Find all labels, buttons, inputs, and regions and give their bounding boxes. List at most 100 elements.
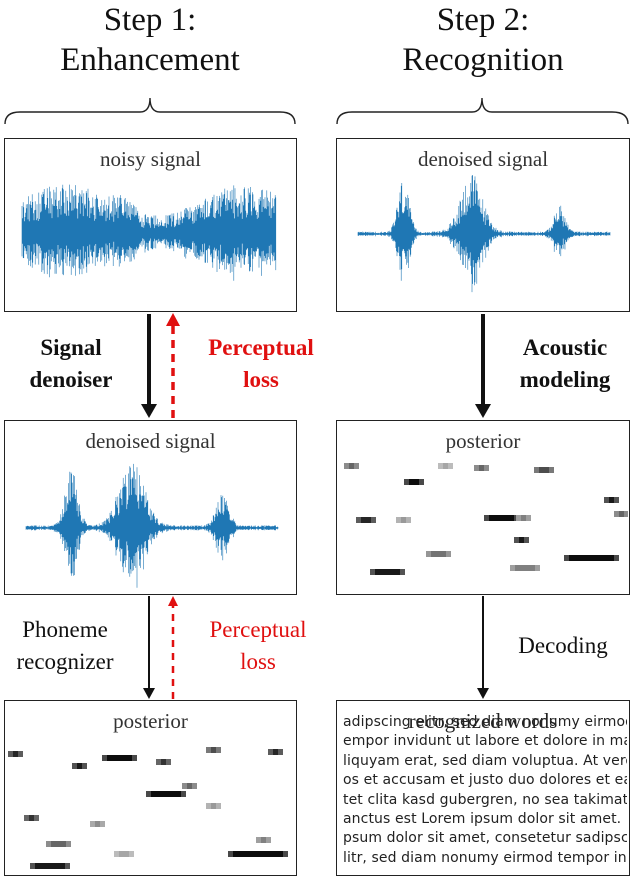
denoiser-arrow-head	[141, 404, 157, 418]
waveform-trace	[21, 184, 277, 281]
posterior-cell	[90, 821, 95, 827]
posterior-cell	[614, 497, 619, 503]
posterior-cell	[443, 463, 448, 469]
posterior-cell	[206, 747, 211, 753]
denoised-waveform-right	[357, 175, 611, 293]
posterior-cell	[404, 479, 409, 485]
posterior-cell	[248, 851, 253, 857]
signal-denoiser-label: Signal denoiser	[6, 332, 136, 396]
posterior-cell	[132, 755, 137, 761]
posterior-cell	[370, 569, 375, 575]
posterior-cell	[107, 755, 112, 761]
posterior-cell	[624, 511, 628, 517]
posterior-cell	[206, 803, 211, 809]
posterior-cell	[504, 515, 509, 521]
lorem-line: anctus est Lorem ipsum dolor sit amet. L…	[343, 811, 627, 828]
posterior-cell	[446, 551, 451, 557]
posterior-cell	[436, 551, 441, 557]
noisy-waveform	[21, 184, 277, 281]
posterior-cell	[530, 565, 535, 571]
posterior-cell	[273, 851, 278, 857]
step2-line2: Recognition	[402, 42, 564, 78]
posterior-cell	[161, 759, 166, 765]
posterior-cell	[256, 837, 261, 843]
posterior-cell	[278, 749, 283, 755]
posterior-cell	[95, 821, 100, 827]
denoised-signal-label-right: denoised signal	[417, 147, 549, 171]
lorem-line: litr, sed diam nonumy eirmod tempor inv	[343, 849, 627, 866]
recognized-words-panel: adipscing elitr, sed diam nonumy eirmod …	[336, 700, 630, 876]
posterior-cell	[29, 815, 34, 821]
perceptual-loss-top-line1: Perceptual	[208, 335, 314, 360]
posterior-cell	[50, 863, 55, 869]
posterior-cell	[40, 863, 45, 869]
step1-title: Step 1: Enhancement	[25, 0, 275, 80]
posterior-cell	[216, 803, 221, 809]
posterior-cell	[494, 515, 499, 521]
posterior-cell	[24, 815, 29, 821]
posterior-panel-left: posterior	[4, 700, 297, 876]
posterior-cell	[283, 851, 288, 857]
posterior-cell	[574, 555, 579, 561]
posterior-cell	[66, 841, 71, 847]
posterior-cell	[426, 551, 431, 557]
acoustic-arrow-head	[475, 404, 491, 418]
perceptual-loss-top-line2: loss	[243, 367, 279, 392]
posterior-label-left: posterior	[113, 709, 188, 733]
posterior-label-right: posterior	[445, 429, 521, 453]
posterior-cell	[261, 837, 266, 843]
posterior-cell	[380, 569, 385, 575]
signal-denoiser-line1: Signal	[40, 335, 102, 360]
step2-title: Step 2: Recognition	[358, 0, 608, 80]
phoneme-recognizer-label: Phoneme recognizer	[0, 614, 130, 678]
posterior-cell	[366, 517, 371, 523]
step1-line1: Step 1:	[103, 2, 197, 38]
posterior-cell	[55, 863, 60, 869]
posterior-cell	[166, 759, 171, 765]
posterior-cell	[56, 841, 61, 847]
posterior-cell	[474, 465, 479, 471]
posterior-cell	[278, 851, 283, 857]
perceptual-loss-arrowhead-bottom	[168, 596, 178, 606]
posterior-cell	[516, 515, 521, 521]
posterior-cell	[534, 467, 539, 473]
posterior-cell	[146, 791, 151, 797]
posterior-cell	[18, 751, 23, 757]
lorem-line: empor invidunt ut labore et dolore in ma…	[343, 733, 627, 750]
perceptual-loss-bottom-line2: loss	[240, 649, 276, 674]
posterior-cell	[122, 755, 127, 761]
step1-brace-path	[4, 97, 296, 125]
posterior-cell	[524, 537, 529, 543]
posterior-cell	[569, 555, 574, 561]
posterior-cell	[156, 791, 161, 797]
posterior-grid-right	[344, 463, 628, 575]
posterior-cell	[102, 755, 107, 761]
posterior-cell	[176, 791, 181, 797]
lorem-line: os et accusam et justo duo dolores et ea…	[343, 772, 627, 789]
posterior-cell	[13, 751, 18, 757]
posterior-cell	[525, 565, 530, 571]
denoised-signal-panel-left: denoised signal	[4, 420, 297, 595]
posterior-cell	[124, 851, 129, 857]
acoustic-modeling-line1: Acoustic	[522, 335, 608, 360]
posterior-cell	[35, 863, 40, 869]
lorem-line: liquyam erat, sed diam voluptua. At vero	[343, 752, 627, 769]
waveform-trace	[25, 463, 279, 588]
posterior-cell	[119, 851, 124, 857]
posterior-cell	[400, 569, 405, 575]
posterior-cell	[614, 511, 619, 517]
denoised-signal-label-left: denoised signal	[85, 429, 216, 453]
perceptual-loss-arrowhead-top	[166, 313, 180, 326]
perceptual-loss-label-bottom: Perceptual loss	[188, 614, 328, 678]
lorem-line: adipscing elitr, sed diam nonumy eirmod	[343, 714, 627, 730]
step2-brace-path	[336, 97, 629, 125]
posterior-cell	[151, 791, 156, 797]
phoneme-recognizer-line2: recognizer	[16, 649, 114, 674]
posterior-cell	[100, 821, 105, 827]
posterior-cell	[263, 851, 268, 857]
posterior-cell	[238, 851, 243, 857]
posterior-cell	[371, 517, 376, 523]
denoised-signal-panel-right: denoised signal	[336, 138, 630, 312]
posterior-cell	[484, 465, 489, 471]
posterior-cell	[51, 841, 56, 847]
